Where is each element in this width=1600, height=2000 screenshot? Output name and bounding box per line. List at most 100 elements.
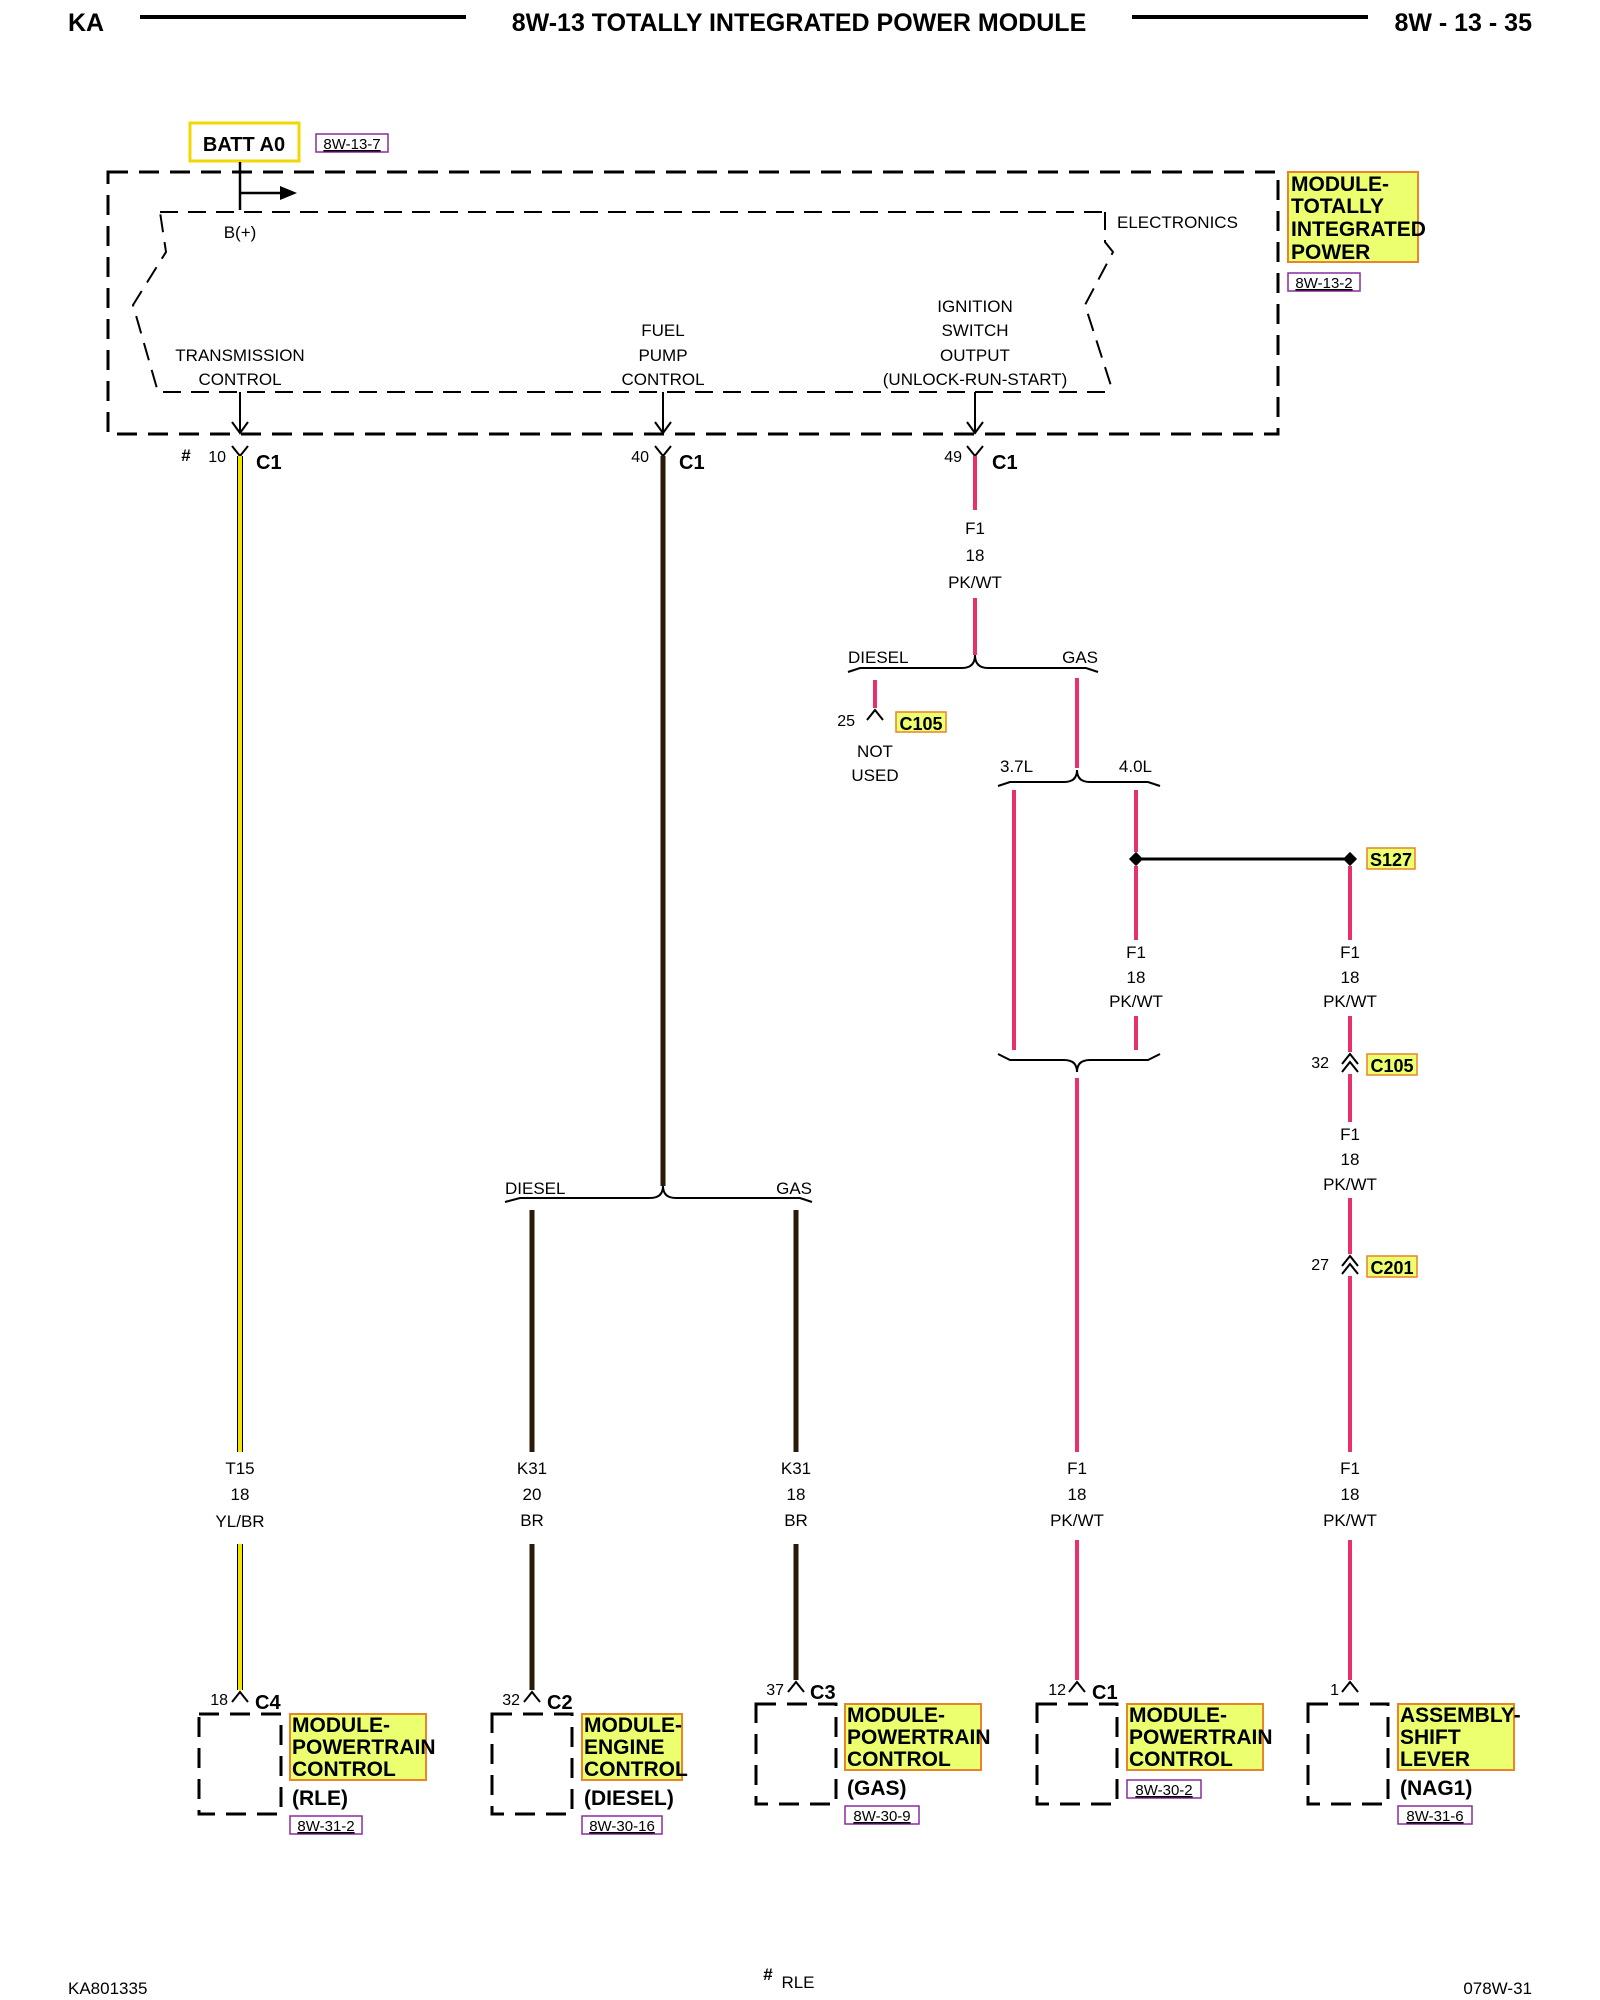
ign-out-line1: IGNITION <box>937 297 1013 316</box>
page-footer: KA801335 # RLE 078W-31 <box>68 1965 1532 1998</box>
fuel-conn: C1 <box>679 452 705 474</box>
batt-a0-source: BATT A0 8W-13-7 <box>188 121 389 163</box>
mod0-variant: (RLE) <box>292 1787 348 1810</box>
f1-s127-circuit: F1 <box>1340 943 1360 962</box>
mod3-name2: POWERTRAIN <box>1129 1726 1273 1749</box>
trans-ctrl-line1: TRANSMISSION <box>175 346 304 365</box>
mod1-conn: C2 <box>547 1692 573 1714</box>
eng-branch-40: 4.0L <box>1119 757 1152 776</box>
batt-ref-link[interactable]: 8W-13-7 <box>323 136 380 153</box>
ign-branch-diesel: DIESEL <box>848 648 908 667</box>
mod1-name3: CONTROL <box>584 1758 688 1781</box>
mod4-name3: LEVER <box>1400 1748 1470 1771</box>
t15-circuit: T15 <box>225 1459 254 1478</box>
ign-branch-gas: GAS <box>1062 648 1098 667</box>
footer-center: RLE <box>781 1973 814 1992</box>
pin-y-icon <box>787 1680 805 1693</box>
fuel-branch-diesel: DIESEL <box>505 1179 565 1198</box>
f1-top-color: PK/WT <box>948 573 1002 592</box>
tipm-name-block: MODULE- TOTALLY INTEGRATED POWER 8W-13-2 <box>1287 171 1426 292</box>
f1-c105-color: PK/WT <box>1323 1175 1377 1194</box>
mod2-name2: POWERTRAIN <box>847 1726 991 1749</box>
mod2-name1: MODULE- <box>847 1704 945 1727</box>
pin-y-icon <box>231 445 249 458</box>
ign-conn: C1 <box>992 452 1018 474</box>
k31-gas-color: BR <box>784 1511 808 1530</box>
k31-gas-circuit: K31 <box>781 1459 811 1478</box>
tipm-module-outline <box>106 170 1280 436</box>
wire-t15: T15 18 YL/BR <box>215 456 265 1690</box>
tipm-name-line3: INTEGRATED <box>1291 218 1426 241</box>
pin-y-icon <box>654 445 672 458</box>
wire-f1: F1 18 PK/WT DIESEL GAS 25 C105 NOT USED … <box>837 456 1418 1680</box>
tipm-name-line1: MODULE- <box>1291 173 1389 196</box>
f1-mid-color: PK/WT <box>1109 992 1163 1011</box>
f1-shift-gauge: 18 <box>1341 1485 1360 1504</box>
tipm-name-line4: POWER <box>1291 241 1370 264</box>
f1-top-circuit: F1 <box>965 519 985 538</box>
fuel-pin: 40 <box>631 449 649 466</box>
f1-pcm-gauge: 18 <box>1068 1485 1087 1504</box>
trans-conn: C1 <box>256 452 282 474</box>
tipm-ref-link[interactable]: 8W-13-2 <box>1295 275 1352 292</box>
module-pcm: 12 C1 MODULE- POWERTRAIN CONTROL 8W-30-2 <box>1035 1680 1273 1806</box>
eng-branch-37: 3.7L <box>1000 757 1033 776</box>
mod1-ref-link[interactable]: 8W-30-16 <box>589 1818 655 1835</box>
c105-notused-conn: C105 <box>899 714 942 734</box>
mod4-name2: SHIFT <box>1400 1726 1461 1749</box>
footer-left: KA801335 <box>68 1979 147 1998</box>
pin-y-icon <box>966 445 984 458</box>
mod0-name2: POWERTRAIN <box>292 1736 436 1759</box>
k31-gas-gauge: 18 <box>787 1485 806 1504</box>
mod0-name1: MODULE- <box>292 1714 390 1737</box>
mod1-variant: (DIESEL) <box>584 1787 674 1810</box>
trans-hash: # <box>181 446 191 465</box>
page-header: KA 8W-13 TOTALLY INTEGRATED POWER MODULE… <box>68 9 1532 37</box>
pin-y-icon <box>523 1690 541 1703</box>
fuel-ctrl-line3: CONTROL <box>621 370 704 389</box>
mod0-ref-link[interactable]: 8W-31-2 <box>297 1818 354 1835</box>
f1-s127-color: PK/WT <box>1323 992 1377 1011</box>
footer-right: 078W-31 <box>1463 1979 1532 1998</box>
electronics-label: ELECTRONICS <box>1117 213 1238 232</box>
mod1-pin: 32 <box>502 1692 520 1709</box>
pin-y-icon <box>231 1690 249 1703</box>
ign-out-line4: (UNLOCK-RUN-START) <box>883 370 1067 389</box>
mod0-conn: C4 <box>255 1692 281 1714</box>
mod3-name1: MODULE- <box>1129 1704 1227 1727</box>
module-pcm-rle: 18 C4 MODULE- POWERTRAIN CONTROL (RLE) 8… <box>197 1690 436 1835</box>
mod2-ref-link[interactable]: 8W-30-9 <box>853 1808 910 1825</box>
pin-y-icon <box>1068 1680 1086 1693</box>
batt-label: BATT A0 <box>203 134 285 156</box>
mod2-variant: (GAS) <box>847 1777 907 1800</box>
bplus-arrow-icon <box>280 186 297 200</box>
mod2-name3: CONTROL <box>847 1748 951 1771</box>
splice-node-icon <box>1128 851 1144 867</box>
mod0-pin: 18 <box>210 1692 228 1709</box>
f1-shift-circuit: F1 <box>1340 1459 1360 1478</box>
mod3-ref-link[interactable]: 8W-30-2 <box>1135 1782 1192 1799</box>
top-pin-labels: # 10 C1 40 C1 49 C1 <box>181 446 1017 474</box>
c201-inline-pin: 27 <box>1311 1257 1329 1274</box>
f1-s127-gauge: 18 <box>1341 968 1360 987</box>
mod0-name3: CONTROL <box>292 1758 396 1781</box>
mod4-variant: (NAG1) <box>1400 1777 1472 1800</box>
bplus-label: B(+) <box>224 223 257 242</box>
splice-node-icon <box>1342 851 1358 867</box>
mod3-conn: C1 <box>1092 1682 1118 1704</box>
mod1-name1: MODULE- <box>584 1714 682 1737</box>
splice-label: S127 <box>1370 850 1412 870</box>
pin-y-icon <box>1341 1680 1359 1693</box>
mod4-ref-link[interactable]: 8W-31-6 <box>1406 1808 1463 1825</box>
mod4-pin: 1 <box>1330 1682 1339 1699</box>
header-page-number: 8W - 13 - 35 <box>1394 9 1532 37</box>
footer-hash: # <box>763 1965 773 1984</box>
fuel-ctrl-line1: FUEL <box>641 321 684 340</box>
tipm-name-line2: TOTALLY <box>1291 195 1384 218</box>
f1-c105-gauge: 18 <box>1341 1150 1360 1169</box>
header-left: KA <box>68 9 104 37</box>
c105-notused-pin: 25 <box>837 713 855 730</box>
f1-c105-circuit: F1 <box>1340 1125 1360 1144</box>
trans-pin: 10 <box>208 449 226 466</box>
